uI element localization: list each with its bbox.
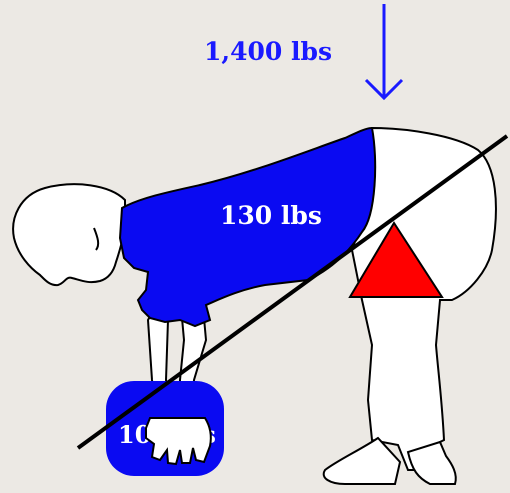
torso-weight-label: 130 lbs: [220, 201, 322, 230]
hands: [146, 418, 211, 464]
force-label: 1,400 lbs: [204, 37, 332, 66]
